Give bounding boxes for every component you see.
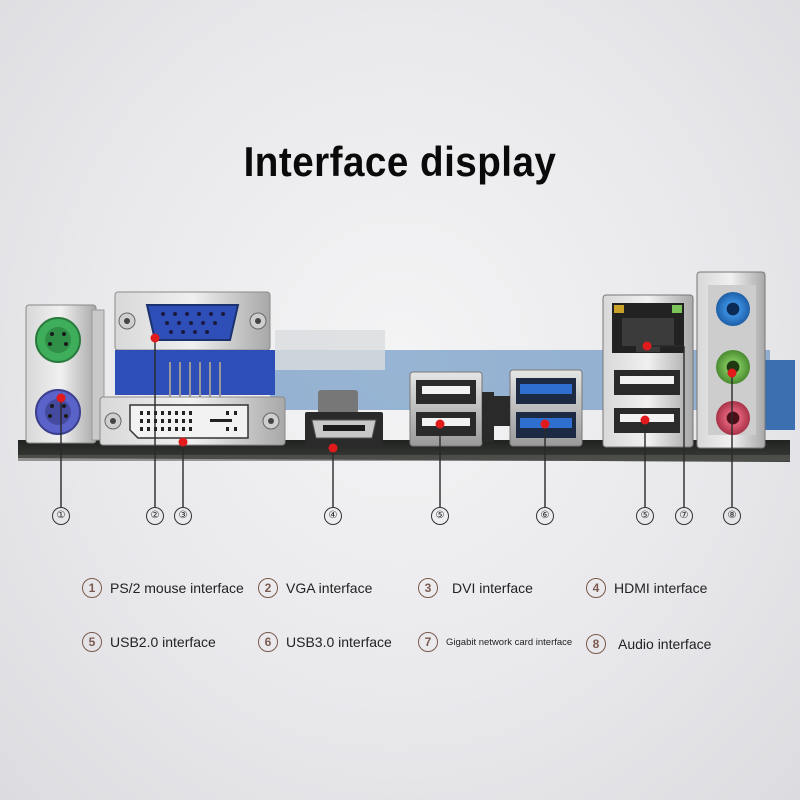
legend-number: 1 <box>82 578 102 598</box>
legend-label: Audio interface <box>618 636 712 652</box>
port-marker: ⑦ <box>675 507 693 525</box>
usb2-port-pair <box>409 371 494 447</box>
legend-number: 7 <box>418 632 438 652</box>
legend-item: 3 DVI interface <box>418 578 533 598</box>
legend-label: DVI interface <box>452 580 533 596</box>
legend-label: PS/2 mouse interface <box>110 580 244 596</box>
legend-item: 5 USB2.0 interface <box>82 632 216 652</box>
ps2-port-stack <box>25 304 105 444</box>
legend-item: 1 PS/2 mouse interface <box>82 578 244 598</box>
page-title: Interface display <box>243 138 557 185</box>
pointer-lines <box>60 338 733 507</box>
legend-label: Gigabit network card interface <box>446 636 573 648</box>
legend-label: USB2.0 interface <box>110 634 216 650</box>
legend-number: 4 <box>586 578 606 598</box>
audio-jack-stack <box>696 271 766 449</box>
legend-number: 8 <box>586 634 606 654</box>
port-marker: ⑤ <box>431 507 449 525</box>
legend-item: 7 Gigabit network card interface <box>418 632 572 652</box>
legend-number: 2 <box>258 578 278 598</box>
legend-label: HDMI interface <box>614 580 708 596</box>
legend-number: 5 <box>82 632 102 652</box>
port-marker: ④ <box>324 507 342 525</box>
hdmi-port <box>305 390 383 446</box>
legend-number: 6 <box>258 632 278 652</box>
legend-item: 8 Audio interface <box>586 634 711 654</box>
legend-number: 3 <box>418 578 438 598</box>
legend-label: USB3.0 interface <box>286 634 392 650</box>
legend-item: 4 HDMI interface <box>586 578 707 598</box>
legend-label: VGA interface <box>286 580 373 596</box>
dvi-port <box>99 396 286 446</box>
lan-usb-stack <box>602 294 694 448</box>
port-marker: ③ <box>174 507 192 525</box>
port-marker: ① <box>52 507 70 525</box>
port-marker: ② <box>146 507 164 525</box>
port-marker: ⑧ <box>723 507 741 525</box>
legend-item: 2 VGA interface <box>258 578 372 598</box>
legend-item: 6 USB3.0 interface <box>258 632 392 652</box>
port-marker: ⑤ <box>636 507 654 525</box>
pointer-dots <box>56 333 737 453</box>
vga-port <box>114 291 275 398</box>
port-marker: ⑥ <box>536 507 554 525</box>
